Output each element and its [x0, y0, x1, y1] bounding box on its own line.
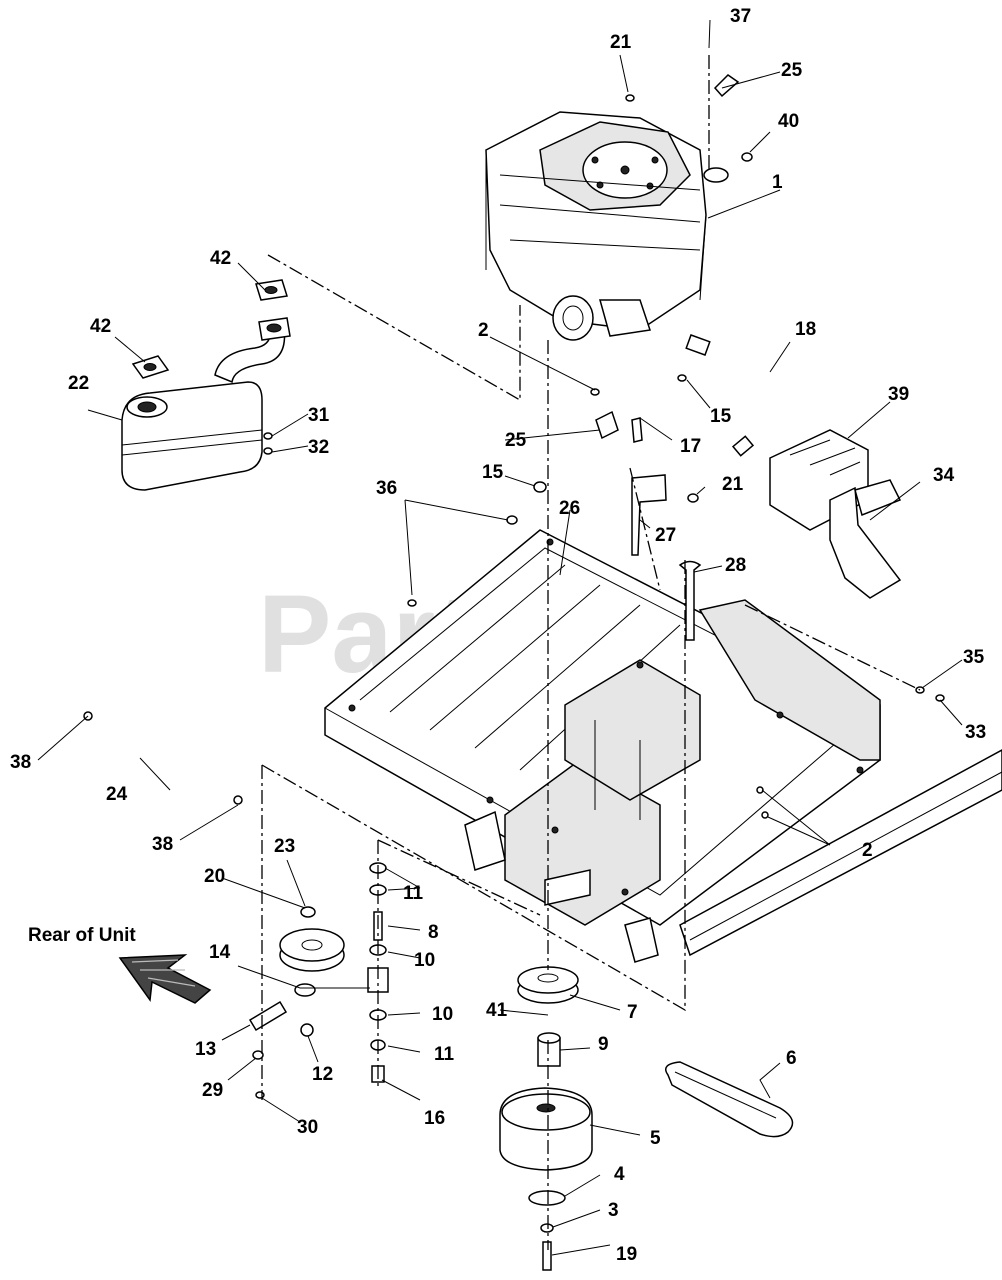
callout-26: 26 [559, 498, 580, 519]
callout-18: 18 [795, 319, 816, 340]
callout-33: 33 [965, 722, 986, 743]
idler-pulley [279, 928, 345, 972]
callout-1: 1 [772, 172, 783, 193]
callout-10: 10 [432, 1004, 453, 1025]
callout-9: 9 [598, 1034, 609, 1055]
callout-12: 12 [312, 1064, 333, 1085]
callout-13: 13 [195, 1039, 216, 1060]
callout-11: 11 [403, 883, 424, 904]
callout-32: 32 [308, 437, 329, 458]
callout-25: 25 [781, 60, 803, 81]
callout-21: 21 [610, 32, 632, 53]
callout-6: 6 [786, 1048, 797, 1069]
callout-11: 11 [434, 1044, 455, 1065]
callout-2: 2 [862, 840, 873, 861]
callout-10: 10 [414, 950, 435, 971]
callout-38: 38 [10, 752, 31, 773]
leader-lines [37, 19, 963, 1256]
callout-20: 20 [204, 866, 225, 887]
callout-7: 7 [627, 1002, 638, 1023]
callout-2: 2 [478, 320, 489, 341]
callout-4: 4 [614, 1164, 625, 1185]
callout-42: 42 [210, 248, 231, 269]
callout-16: 16 [424, 1108, 445, 1129]
callout-27: 27 [655, 525, 676, 546]
callout-36: 36 [376, 478, 397, 499]
callout-24: 24 [106, 784, 128, 805]
callout-28: 28 [725, 555, 746, 576]
rod [83, 711, 243, 805]
rear-of-unit-arrow-icon [118, 954, 212, 1004]
callout-17: 17 [680, 436, 701, 457]
clutch-stack [499, 966, 593, 1271]
callout-22: 22 [68, 373, 89, 394]
callout-35: 35 [963, 647, 985, 668]
engine [485, 111, 729, 341]
callout-14: 14 [209, 942, 231, 963]
callout-23: 23 [274, 836, 295, 857]
callout-25: 25 [505, 430, 527, 451]
callouts: 1 2 2 3 4 5 6 7 8 9 10 10 11 11 12 13 14… [10, 6, 986, 1265]
belt [665, 1061, 794, 1138]
callout-39: 39 [888, 384, 909, 405]
callout-8: 8 [428, 922, 439, 943]
callout-41: 41 [486, 1000, 508, 1021]
shield-bracket [769, 429, 902, 599]
callout-15: 15 [710, 406, 732, 427]
callout-15: 15 [482, 462, 504, 483]
alignment-lines [261, 55, 921, 1250]
frame [324, 529, 1002, 963]
callout-34: 34 [933, 465, 955, 486]
hose [685, 334, 779, 457]
callout-30: 30 [297, 1117, 318, 1138]
callout-5: 5 [650, 1128, 661, 1149]
callout-40: 40 [778, 111, 799, 132]
callout-29: 29 [202, 1080, 223, 1101]
callout-38: 38 [152, 834, 173, 855]
callout-31: 31 [308, 405, 330, 426]
callout-19: 19 [616, 1244, 637, 1265]
callout-21: 21 [722, 474, 744, 495]
rear-of-unit-caption: Rear of Unit [28, 925, 136, 946]
muffler [121, 279, 291, 491]
callout-37: 37 [730, 6, 751, 27]
callout-42: 42 [90, 316, 111, 337]
callout-3: 3 [608, 1200, 619, 1221]
